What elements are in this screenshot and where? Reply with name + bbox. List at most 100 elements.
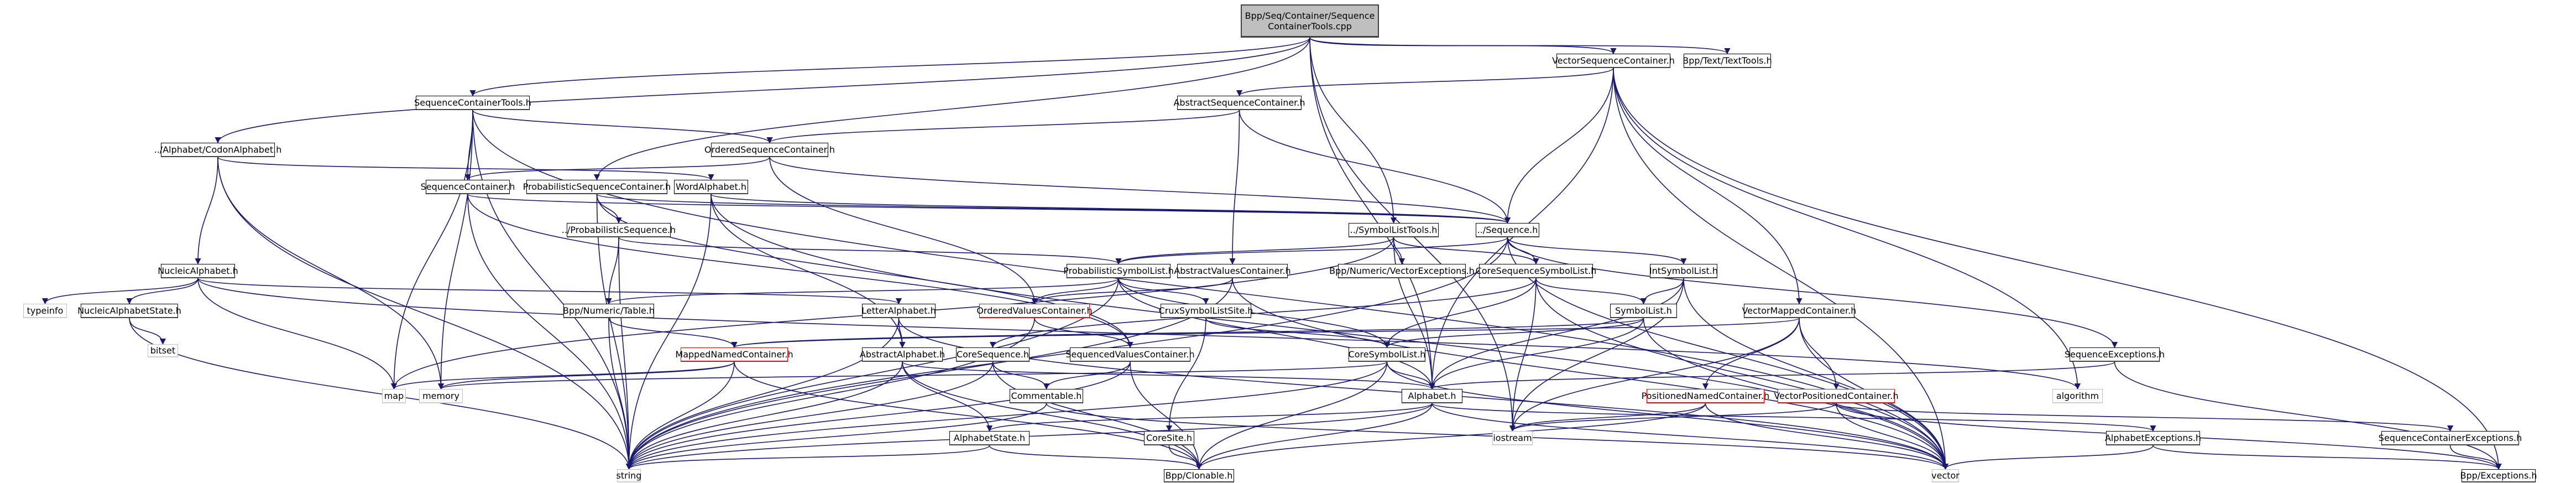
node-symbol-list[interactable]: SymbolList.h xyxy=(1610,304,1677,318)
edge-astate-to-string xyxy=(626,445,990,470)
edge-isl-to-iostream xyxy=(1509,278,1684,432)
node-nucleic-alphabet[interactable]: NucleicAlphabet.h xyxy=(158,264,238,278)
edge-root-to-slt xyxy=(1309,37,1397,224)
node-probabilistic-sequence[interactable]: ../ProbabilisticSequence.h xyxy=(562,223,676,237)
edge-nucleic-to-nas xyxy=(126,278,198,305)
edge-sc-to-string xyxy=(467,194,633,470)
edge-isl-to-vector xyxy=(1683,278,1949,470)
node-text-tools[interactable]: Bpp/Text/TextTools.h xyxy=(1683,54,1772,68)
edge-nucleic-to-letter xyxy=(197,278,902,305)
node-core-site[interactable]: CoreSite.h xyxy=(1144,431,1194,445)
node-vector-positioned-container[interactable]: VectorPositionedContainer.h xyxy=(1774,389,1899,403)
edge-coreseq-to-comment xyxy=(992,361,1050,390)
edge-nas-to-string xyxy=(129,318,633,470)
node-numeric-table[interactable]: Bpp/Numeric/Table.h xyxy=(563,304,655,318)
edge-scexc-to-bppexc xyxy=(2449,445,2502,470)
edge-ovc-to-svc xyxy=(1034,318,1133,349)
edge-seq-to-string xyxy=(625,237,1508,470)
edge-nucleic-to-typeinfo xyxy=(41,278,198,305)
edge-vsc-to-vector xyxy=(1613,67,1949,470)
edge-csl-to-vector xyxy=(1386,361,1948,470)
edge-aalpha-to-alphabet xyxy=(902,361,1435,390)
edge-sct-to-string xyxy=(472,110,633,470)
edge-seqexc-to-alphabet xyxy=(1429,361,2115,390)
node-crux-symbol-list-site[interactable]: CruxSymbolListSite.h xyxy=(1159,304,1253,318)
node-sequence-container-exceptions[interactable]: SequenceContainerExceptions.h xyxy=(2379,431,2522,445)
edge-codon-to-memory xyxy=(217,157,445,390)
node-bpp-exceptions[interactable]: Bpp/Exceptions.h xyxy=(2460,469,2537,482)
edge-cssl-to-sl xyxy=(1535,278,1647,305)
edge-alphabet-to-clonable xyxy=(1195,403,1433,470)
node-memory: memory xyxy=(419,389,463,403)
edge-astate-to-clonable xyxy=(989,445,1202,470)
node-vector-mapped-container[interactable]: VectorMappedContainer.h xyxy=(1742,304,1856,318)
edge-sct-to-map xyxy=(390,110,473,390)
edge-seq-to-isl xyxy=(1507,237,1687,265)
edge-isl-to-sl xyxy=(1640,278,1684,305)
node-sequence[interactable]: ../Sequence.h xyxy=(1476,223,1539,237)
node-int-symbol-list[interactable]: IntSymbolList.h xyxy=(1649,264,1718,278)
edge-sl-to-csl xyxy=(1384,318,1644,349)
node-commentable[interactable]: Commentable.h xyxy=(1010,389,1083,403)
node-nucleic-alphabet-state[interactable]: NucleicAlphabetState.h xyxy=(77,304,181,318)
edge-avc-to-vector xyxy=(1232,278,1949,470)
edge-svc-to-comment xyxy=(1043,361,1131,390)
node-letter-alphabet[interactable]: LetterAlphabet.h xyxy=(861,304,936,318)
edge-cssl-to-vector xyxy=(1535,278,1949,470)
node-abstract-sequence-container[interactable]: AbstractSequenceContainer.h xyxy=(1173,96,1305,110)
node-sequence-exceptions[interactable]: SequenceExceptions.h xyxy=(2065,347,2165,362)
edge-pnc-to-clonable xyxy=(1196,403,1706,470)
node-sequence-container[interactable]: SequenceContainer.h xyxy=(421,180,515,194)
edge-word-to-aalpha xyxy=(710,194,906,349)
node-ordered-sequence-container[interactable]: OrderedSequenceContainer.h xyxy=(704,143,835,157)
edge-root-to-texttools xyxy=(1309,37,1731,55)
node-clonable[interactable]: Bpp/Clonable.h xyxy=(1164,469,1234,482)
node-core-symbol-list[interactable]: CoreSymbolList.h xyxy=(1349,347,1425,362)
node-abstract-values-container[interactable]: AbstractValuesContainer.h xyxy=(1174,264,1291,278)
edge-psl-to-alphabet xyxy=(1118,278,1435,390)
node-bitset: bitset xyxy=(148,344,178,357)
edge-sl-to-mnc xyxy=(731,318,1644,349)
node-core-sequence[interactable]: CoreSequence.h xyxy=(956,347,1030,362)
node-alphabet[interactable]: Alphabet.h xyxy=(1402,389,1462,403)
edge-vmc-to-iostream xyxy=(1509,318,1800,432)
edge-alphexc-to-bppexc xyxy=(2152,445,2502,470)
root-file-node: Bpp/Seq/Container/Sequence ContainerTool… xyxy=(1241,4,1379,38)
edge-word-to-string xyxy=(625,194,712,470)
edge-pseq-to-psl xyxy=(618,237,1122,265)
edge-vpc-to-iostream xyxy=(1509,403,1837,432)
edge-mnc-to-string xyxy=(625,361,735,470)
node-word-alphabet[interactable]: WordAlphabet.h xyxy=(674,180,748,194)
node-alphabet-state[interactable]: AlphabetState.h xyxy=(949,431,1030,445)
node-vector-exceptions[interactable]: Bpp/Numeric/VectorExceptions.h xyxy=(1329,264,1475,278)
node-codon-alphabet[interactable]: ../Alphabet/CodonAlphabet.h xyxy=(154,143,281,157)
node-sequenced-values-container[interactable]: SequencedValuesContainer.h xyxy=(1065,347,1195,362)
edge-avc-to-ovc xyxy=(1031,278,1233,305)
node-abstract-alphabet[interactable]: AbstractAlphabet.h xyxy=(860,347,945,362)
edge-sl-to-alphabet xyxy=(1429,318,1644,390)
edge-aalpha-to-clonable xyxy=(902,361,1203,470)
edge-asc-to-avc xyxy=(1229,110,1240,265)
edge-svc-to-clonable xyxy=(1130,361,1203,470)
node-probabilistic-sequence-container[interactable]: ProbabilisticSequenceContainer.h xyxy=(523,180,671,194)
edge-pnc-to-iostream xyxy=(1509,403,1706,432)
node-core-sequence-symbol-list[interactable]: CoreSequenceSymbolList.h xyxy=(1476,264,1596,278)
node-positioned-named-container[interactable]: PositionedNamedContainer.h xyxy=(1642,389,1769,403)
node-sequence-container-tools[interactable]: SequenceContainerTools.h xyxy=(414,96,531,110)
edge-vpc-to-scexc xyxy=(1836,403,2453,432)
edge-psl-to-table xyxy=(605,278,1119,305)
edge-coreseq-to-string xyxy=(625,361,994,470)
edge-mnc-to-clonable xyxy=(734,361,1203,470)
edge-table-to-string xyxy=(608,318,633,470)
edge-cssl-to-coreseq xyxy=(990,278,1537,349)
edge-slt-to-psl xyxy=(1115,237,1394,265)
node-vector-sequence-container[interactable]: VectorSequenceContainer.h xyxy=(1552,54,1675,68)
node-alphabet-exceptions[interactable]: AlphabetExceptions.h xyxy=(2105,431,2201,445)
node-mapped-named-container[interactable]: MappedNamedContainer.h xyxy=(675,347,793,362)
edge-root-to-codon xyxy=(215,37,1310,144)
node-probabilistic-symbol-list[interactable]: ProbabilisticSymbolList.h xyxy=(1063,264,1174,278)
node-ordered-values-container[interactable]: OrderedValuesContainer.h xyxy=(976,304,1093,318)
node-symbol-list-tools[interactable]: ../SymbolListTools.h xyxy=(1349,223,1439,237)
edge-vsc-to-vmc xyxy=(1613,67,1802,305)
